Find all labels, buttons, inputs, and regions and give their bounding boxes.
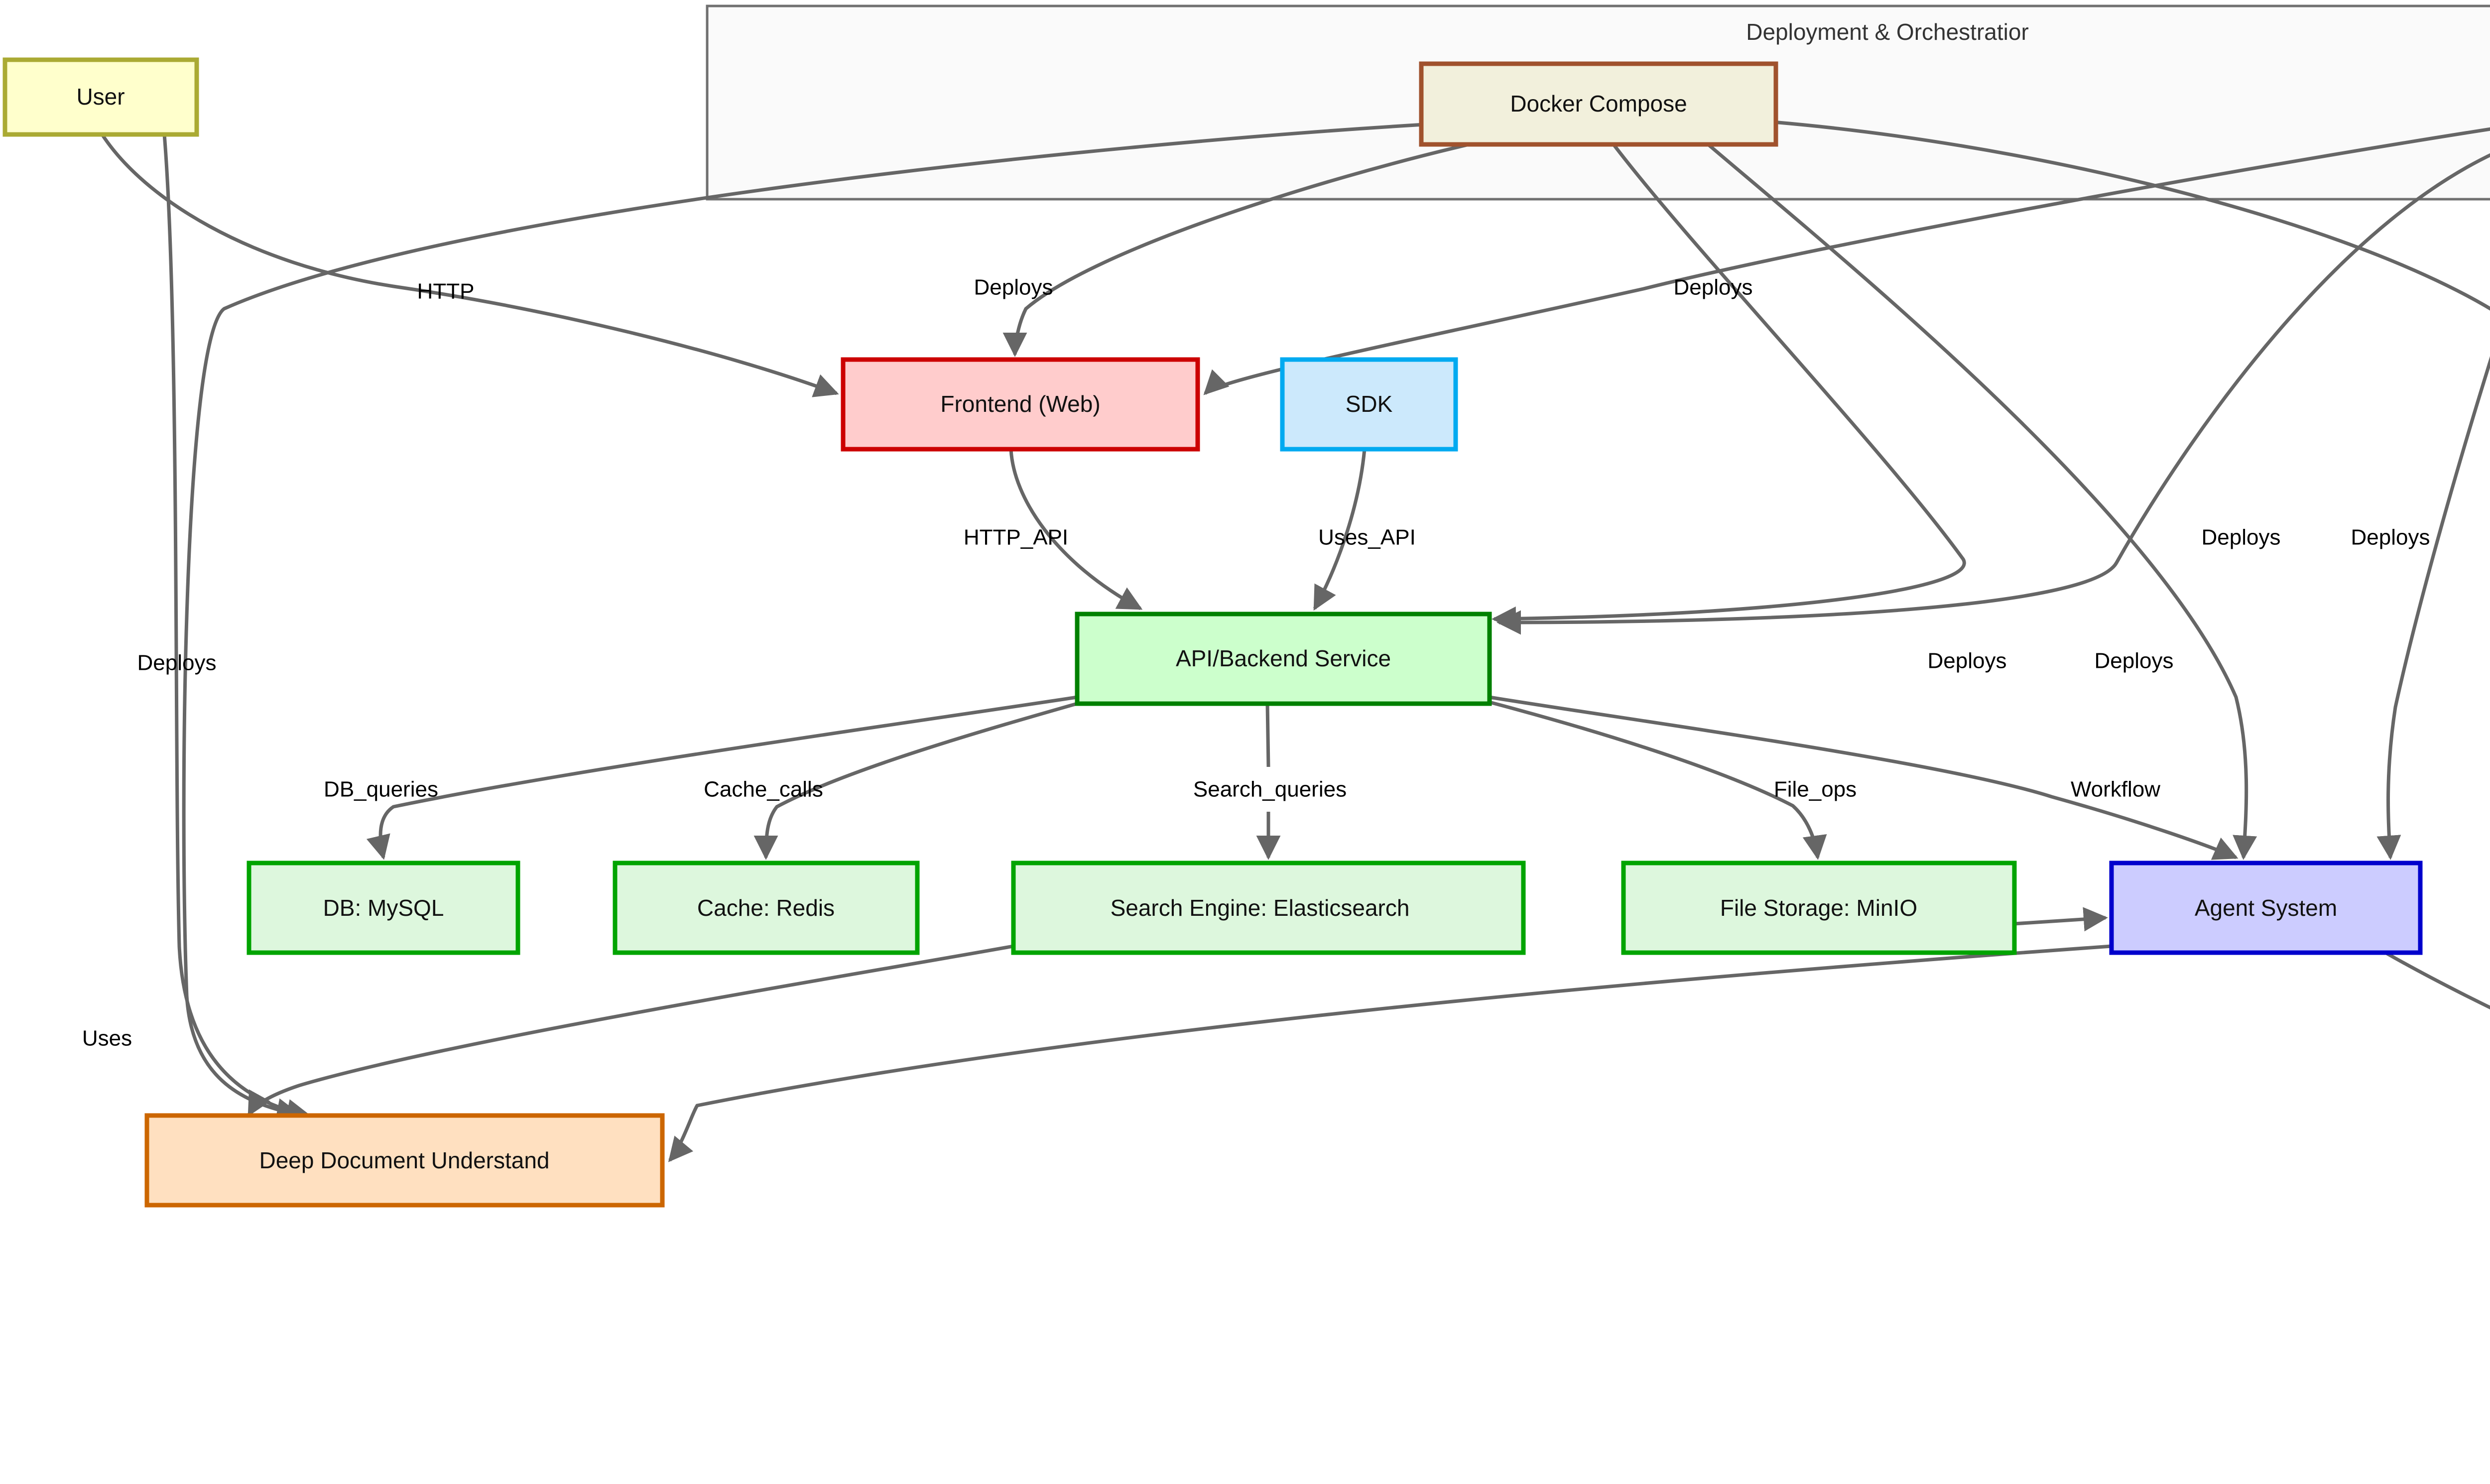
- edge-sdk-to-api: [1313, 449, 1367, 611]
- edge-label-deploys-api-docker: Deploys: [1928, 649, 2007, 673]
- edge-agent-to-ddu: [668, 944, 2112, 1162]
- node-cache-redis-label: Cache: Redis: [697, 895, 835, 921]
- node-file-storage-minio[interactable]: File Storage: MinIO: [1621, 861, 2017, 955]
- edge-file-to-agent: [2014, 907, 2108, 932]
- node-agent-system[interactable]: Agent System: [2109, 861, 2423, 955]
- edge-label-search-queries: Search_queries: [1193, 777, 1347, 802]
- edge-helm-to-api: [1496, 153, 2490, 635]
- node-db-mysql-label: DB: MySQL: [323, 895, 444, 921]
- edge-api-to-cache: [753, 699, 1086, 860]
- node-frontend-web[interactable]: Frontend (Web): [841, 357, 1200, 452]
- node-api-backend-service[interactable]: API/Backend Service: [1075, 612, 1492, 706]
- node-db-mysql[interactable]: DB: MySQL: [247, 861, 520, 955]
- cluster-label: Deployment & Orchestratior: [1746, 19, 2029, 45]
- edge-docker-to-agent: [1707, 143, 2257, 860]
- edge-user-to-ddu: [162, 134, 311, 1123]
- node-sdk[interactable]: SDK: [1280, 357, 1458, 452]
- edge-docker-to-frontend: [1002, 142, 1470, 357]
- node-layer: User Docker Compose Helm Charts Frontend…: [2, 57, 2423, 1208]
- node-user[interactable]: User: [2, 57, 199, 137]
- edge-label-db-queries: DB_queries: [324, 777, 438, 802]
- edge-label-uses: Uses: [82, 1026, 132, 1051]
- edge-search-to-ddu: [247, 944, 1014, 1117]
- node-deep-document-understand[interactable]: Deep Document Understand: [144, 1113, 665, 1208]
- node-deep-document-understand-label: Deep Document Understand: [259, 1147, 550, 1173]
- edge-label-deploys-agent-docker: Deploys: [2202, 525, 2281, 550]
- edge-label-deploys-frontend-helm: Deploys: [1674, 275, 1753, 300]
- node-api-backend-service-label: API/Backend Service: [1176, 645, 1391, 671]
- edge-label-http-api: HTTP_API: [964, 525, 1068, 550]
- edge-label-cache-calls: Cache_calls: [704, 777, 823, 802]
- node-docker-compose-label: Docker Compose: [1510, 91, 1687, 117]
- edge-label-deploys-frontend-docker: Deploys: [974, 275, 1053, 300]
- edge-api-to-search: [1267, 703, 1268, 858]
- node-search-engine-elasticsearch-label: Search Engine: Elasticsearch: [1111, 895, 1410, 921]
- edge-docker-to-api: [1492, 143, 1966, 631]
- edge-api-to-db: [366, 695, 1078, 860]
- edge-docker-to-ddu: [182, 123, 1425, 1122]
- edge-label-workflow: Workflow: [2071, 777, 2160, 802]
- edge-label-deploys-agent-helm: Deploys: [2351, 525, 2430, 550]
- edge-api-to-file: [1489, 700, 1827, 860]
- node-search-engine-elasticsearch[interactable]: Search Engine: Elasticsearch: [1011, 861, 1526, 955]
- edge-docker-to-rag: [1772, 120, 2490, 311]
- edge-layer: [101, 120, 2490, 1162]
- node-frontend-web-label: Frontend (Web): [940, 391, 1100, 417]
- edge-label-http: HTTP: [417, 279, 475, 304]
- node-agent-system-label: Agent System: [2195, 895, 2337, 921]
- node-cache-redis[interactable]: Cache: Redis: [613, 861, 920, 955]
- edge-label-file-ops: File_ops: [1774, 777, 1857, 802]
- edge-label-layer: HTTP Uses HTTP_API Uses_API DB_queries C…: [82, 275, 2430, 1051]
- edge-frontend-to-api: [1009, 449, 1143, 611]
- edge-helm-to-agent: [2376, 356, 2490, 860]
- edge-label-deploys-api-helm: Deploys: [2095, 649, 2174, 673]
- node-user-label: User: [76, 84, 124, 110]
- edge-label-uses-api: Uses_API: [1318, 525, 1416, 550]
- edge-api-to-agent: [1489, 695, 2239, 860]
- node-file-storage-minio-label: File Storage: MinIO: [1720, 895, 1917, 921]
- edge-agent-to-rag: [2384, 951, 2490, 1010]
- node-docker-compose[interactable]: Docker Compose: [1419, 61, 1778, 147]
- edge-label-deploys-ddu: Deploys: [137, 651, 217, 675]
- node-sdk-label: SDK: [1346, 391, 1393, 417]
